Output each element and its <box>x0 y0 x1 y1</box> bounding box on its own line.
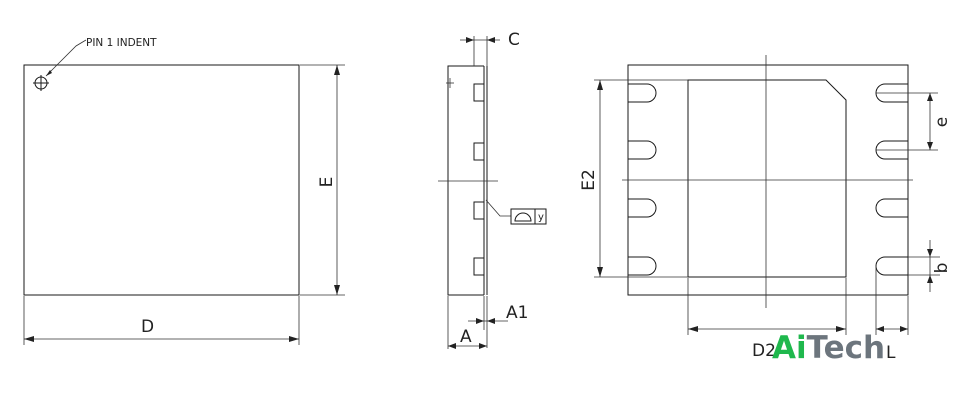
side-view: C y A1 A <box>438 30 547 349</box>
bottom-view: E2 e b D2 <box>579 55 952 363</box>
flatness-frame <box>510 208 547 225</box>
flatness-ref: y <box>538 212 544 223</box>
aitech-watermark-logo: AiTech <box>772 330 885 366</box>
exposed-pad <box>687 79 847 278</box>
dimension-c <box>460 36 500 66</box>
dimension-b-label: b <box>932 263 952 274</box>
pin1-leader-arrow <box>46 70 52 76</box>
dimension-d2 <box>687 278 847 335</box>
flatness-leader <box>485 199 511 217</box>
watermark-brand-part2: Tech <box>806 330 886 366</box>
dimension-d-label: D <box>141 317 154 337</box>
side-view-body <box>447 65 484 296</box>
watermark-brand-part1: Ai <box>772 330 807 366</box>
dimension-e2 <box>594 79 688 278</box>
top-view: PIN 1 INDENT D E <box>23 37 345 345</box>
dimension-a1-label: A1 <box>506 303 528 323</box>
flatness-icon <box>514 212 532 222</box>
dimension-b <box>908 240 940 292</box>
dimension-l-label: L <box>886 343 896 363</box>
dimension-a <box>447 296 487 349</box>
pin1-leader <box>45 39 87 77</box>
dimension-e2-label: E2 <box>579 169 599 191</box>
dimension-a-label: A <box>460 327 472 347</box>
dimension-pitch-label: e <box>932 117 952 127</box>
dimension-c-label: C <box>508 30 520 50</box>
top-view-body <box>23 64 300 296</box>
pin1-indent-icon <box>33 75 49 91</box>
left-terminals <box>628 83 657 276</box>
dimension-d <box>23 296 300 345</box>
dimension-pitch <box>927 93 933 150</box>
dimension-d2-label: D2 <box>752 341 776 361</box>
pin1-indent-label: PIN 1 INDENT <box>86 37 157 49</box>
dimension-e-label: E <box>317 177 337 188</box>
dimension-l <box>875 266 909 335</box>
dimension-a1 <box>468 296 508 348</box>
side-view-terminals <box>473 83 485 276</box>
dimension-e <box>300 64 345 296</box>
right-terminals <box>875 83 908 276</box>
